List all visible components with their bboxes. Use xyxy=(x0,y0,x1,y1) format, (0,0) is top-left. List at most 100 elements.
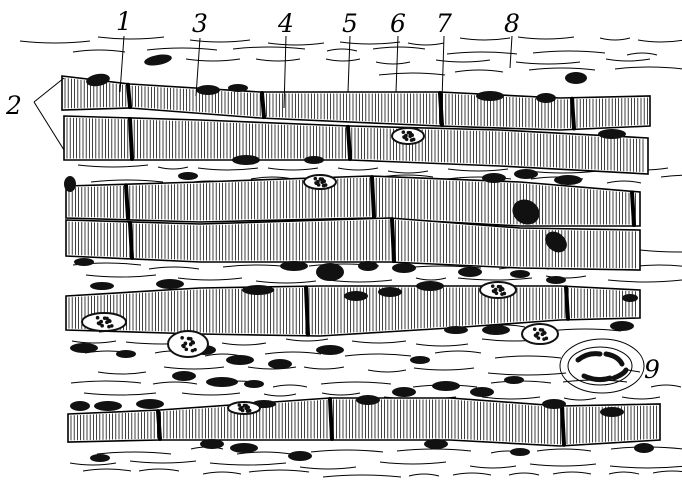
intercalated-disc xyxy=(632,192,634,225)
nucleus xyxy=(206,377,238,387)
intercalated-disc xyxy=(128,85,130,107)
nucleus xyxy=(90,454,110,462)
intercalated-disc xyxy=(126,185,128,219)
nucleus xyxy=(482,173,506,183)
nucleus xyxy=(416,281,444,291)
nucleus xyxy=(378,287,402,297)
nucleus xyxy=(470,387,494,397)
nucleus xyxy=(622,294,638,302)
nucleus xyxy=(70,401,90,411)
nucleus xyxy=(410,356,430,364)
leader-9 xyxy=(628,370,640,372)
label-1: 1 xyxy=(116,7,132,36)
nucleus-large xyxy=(480,282,516,298)
nucleus xyxy=(546,276,566,284)
intercalated-disc xyxy=(566,287,568,319)
nucleus xyxy=(316,263,344,281)
collagen-strand xyxy=(379,67,682,75)
nucleus xyxy=(288,451,312,461)
nucleus xyxy=(356,395,380,405)
nucleus-large xyxy=(82,313,126,331)
nucleus xyxy=(510,448,530,456)
nucleus xyxy=(542,399,566,409)
nucleus xyxy=(172,371,196,381)
nucleus xyxy=(90,282,114,290)
capillary xyxy=(560,339,644,393)
label-9: 9 xyxy=(644,355,660,384)
leader-7 xyxy=(442,36,444,100)
intercalated-disc xyxy=(330,399,332,439)
nucleus xyxy=(70,343,98,353)
collagen-strand xyxy=(186,59,650,64)
intercalated-disc xyxy=(348,127,350,159)
nucleus xyxy=(424,439,448,449)
collagen-strand xyxy=(98,367,566,375)
muscle-fibers xyxy=(62,76,660,446)
nucleus xyxy=(392,387,416,397)
collagen-strand xyxy=(83,469,682,477)
nucleus xyxy=(358,261,378,271)
intercalated-disc xyxy=(562,407,564,445)
nucleus xyxy=(244,380,264,388)
nucleus-large xyxy=(168,331,208,357)
nucleus xyxy=(136,399,164,409)
nucleus xyxy=(94,401,122,411)
nucleus xyxy=(280,261,308,271)
intercalated-disc xyxy=(372,177,374,217)
intercalated-disc xyxy=(262,93,264,117)
collagen-strand xyxy=(97,447,682,454)
nucleus xyxy=(598,129,626,139)
label-2: 2 xyxy=(5,91,22,120)
nucleus xyxy=(268,359,292,369)
nucleus xyxy=(504,376,524,384)
nucleus xyxy=(178,172,198,180)
nucleus-large xyxy=(392,128,424,144)
nucleus xyxy=(634,443,654,453)
nucleus xyxy=(476,91,504,101)
nucleus xyxy=(74,258,94,266)
nucleus xyxy=(610,321,634,331)
nucleus xyxy=(156,279,184,289)
intercalated-disc xyxy=(130,119,132,159)
collagen-strand xyxy=(72,339,546,346)
intercalated-disc xyxy=(572,99,574,129)
label-4: 4 xyxy=(277,9,294,38)
nucleus xyxy=(242,285,274,295)
nucleus xyxy=(232,155,260,165)
leader-5 xyxy=(348,36,350,92)
nucleus xyxy=(536,93,556,103)
nucleus xyxy=(554,175,582,185)
label-8: 8 xyxy=(504,9,520,38)
intercalated-disc xyxy=(392,219,394,261)
nucleus xyxy=(600,407,624,417)
intercalated-disc xyxy=(306,287,308,335)
nucleus xyxy=(482,325,510,335)
nucleus xyxy=(432,381,460,391)
label-7: 7 xyxy=(436,9,452,38)
nucleus xyxy=(514,169,538,179)
nucleus xyxy=(143,53,172,68)
nucleus xyxy=(196,85,220,95)
collagen-strand xyxy=(73,47,657,55)
nucleus-large xyxy=(522,324,558,344)
collagen-strand xyxy=(70,461,682,469)
nucleus xyxy=(200,439,224,449)
intercalated-disc xyxy=(130,223,132,258)
label-5: 5 xyxy=(342,9,358,38)
nucleus xyxy=(226,355,254,365)
nucleus xyxy=(228,84,248,92)
leader-2-upper xyxy=(34,78,64,102)
intercalated-disc xyxy=(158,411,160,439)
nucleus xyxy=(565,72,587,84)
nucleus xyxy=(392,263,416,273)
nucleus xyxy=(64,176,76,192)
nucleus xyxy=(344,291,368,301)
leader-2-lower xyxy=(34,102,64,150)
label-6: 6 xyxy=(390,9,406,38)
leader-8 xyxy=(510,36,512,68)
nucleus xyxy=(458,267,482,277)
collagen-strand xyxy=(20,37,682,45)
nucleus-large xyxy=(304,175,336,189)
